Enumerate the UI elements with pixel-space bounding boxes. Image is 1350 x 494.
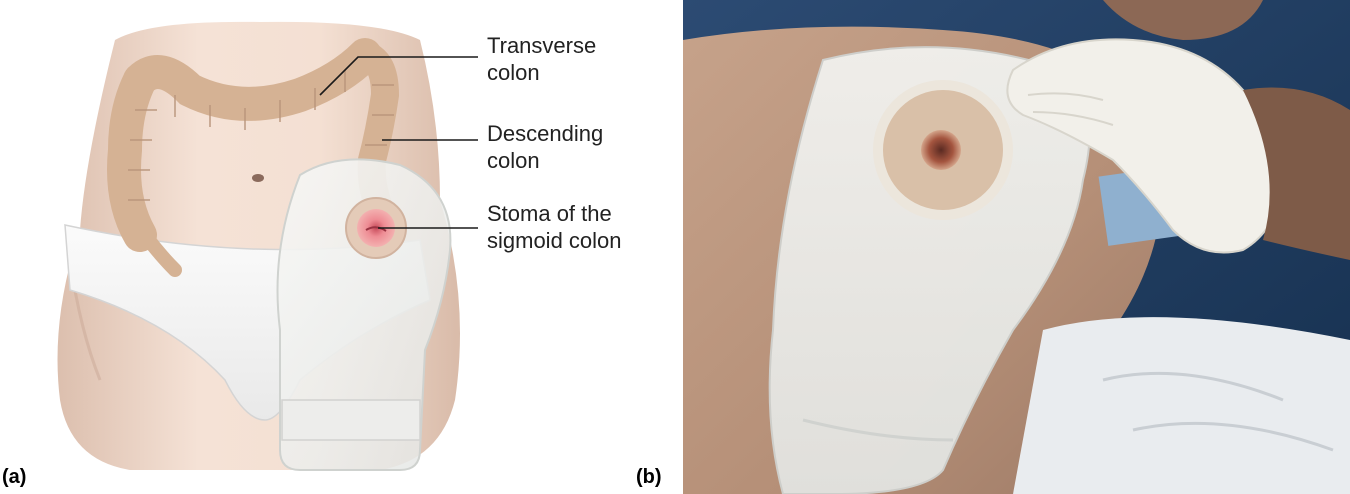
arm (1243, 87, 1350, 260)
gloved-hand (1006, 38, 1285, 254)
upper-hand (1103, 0, 1263, 40)
navel (252, 174, 264, 182)
label-descending-colon: Descending colon (487, 121, 604, 173)
sheet-folds (1102, 371, 1334, 452)
ostomy-bag (276, 158, 452, 471)
pouch-seam (802, 418, 954, 442)
stoma-photo (921, 130, 961, 170)
leader-transverse (319, 56, 478, 96)
leader-lines (319, 56, 478, 229)
label-transverse-colon: Transverse colon (487, 33, 597, 85)
transverse-colon (123, 38, 382, 121)
sigmoid-colon (138, 228, 182, 277)
stoma-photograph (683, 0, 1350, 494)
stoma-illustration (57, 21, 478, 471)
glove-fingers (1027, 92, 1114, 126)
colon-haustra (128, 70, 394, 201)
label-stoma: Stoma of the sigmoid colon (487, 201, 622, 253)
panel-letter-b: (b) (636, 466, 662, 488)
stoma-opening (365, 226, 387, 232)
bed-sheet (1013, 317, 1350, 494)
ascending-colon (107, 63, 157, 252)
panel-letter-a: (a) (2, 466, 27, 488)
bag-outlet (281, 399, 421, 441)
